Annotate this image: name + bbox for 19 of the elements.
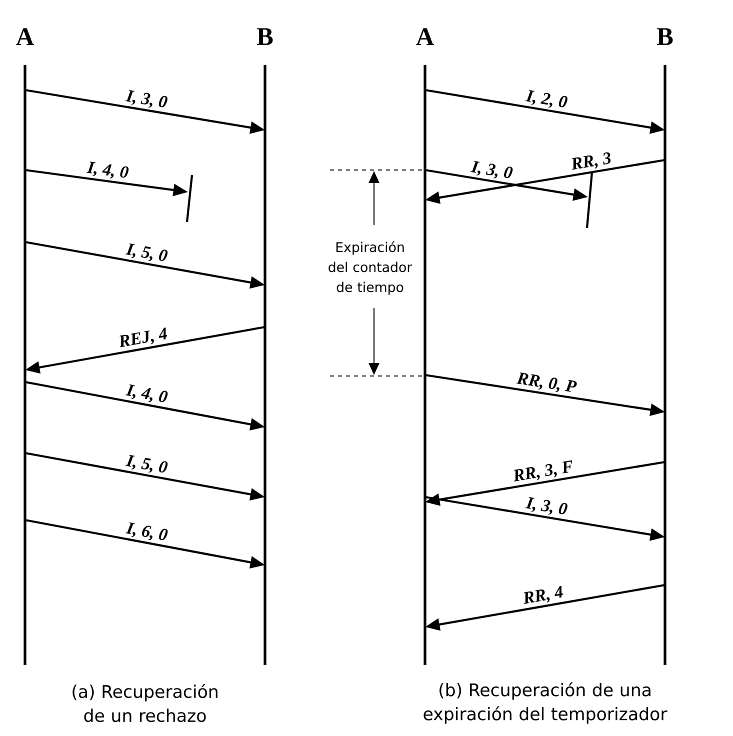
lifeline: A <box>16 28 34 665</box>
lifeline: B <box>656 28 673 665</box>
edge-label: RR, 3, F <box>514 460 572 482</box>
edge-label: I, 3, 0 <box>125 90 168 108</box>
edge-label: I, 5, 0 <box>125 243 168 262</box>
edge-label: I, 5, 0 <box>125 454 168 473</box>
edge-label: I, 3, 0 <box>470 160 513 178</box>
edge-label: I, 6, 0 <box>126 522 168 540</box>
caption: (a) Recuperación de un rechazo <box>72 684 218 722</box>
lifeline: B <box>256 28 273 665</box>
edge-label: RR, 3 <box>572 152 611 170</box>
edge-label: RR, 0, P <box>516 372 577 392</box>
edge-label: I, 3, 0 <box>525 497 568 515</box>
edge-label: I, 2, 0 <box>525 90 568 108</box>
edge-label: I, 4, 0 <box>126 384 168 402</box>
edge-label: I, 4, 0 <box>86 162 129 178</box>
caption: (b) Recuperación de una expiración del temporizador <box>424 682 668 724</box>
edge-label: REJ, 4 <box>120 328 167 348</box>
edge-label: RR, 4 <box>524 586 563 604</box>
